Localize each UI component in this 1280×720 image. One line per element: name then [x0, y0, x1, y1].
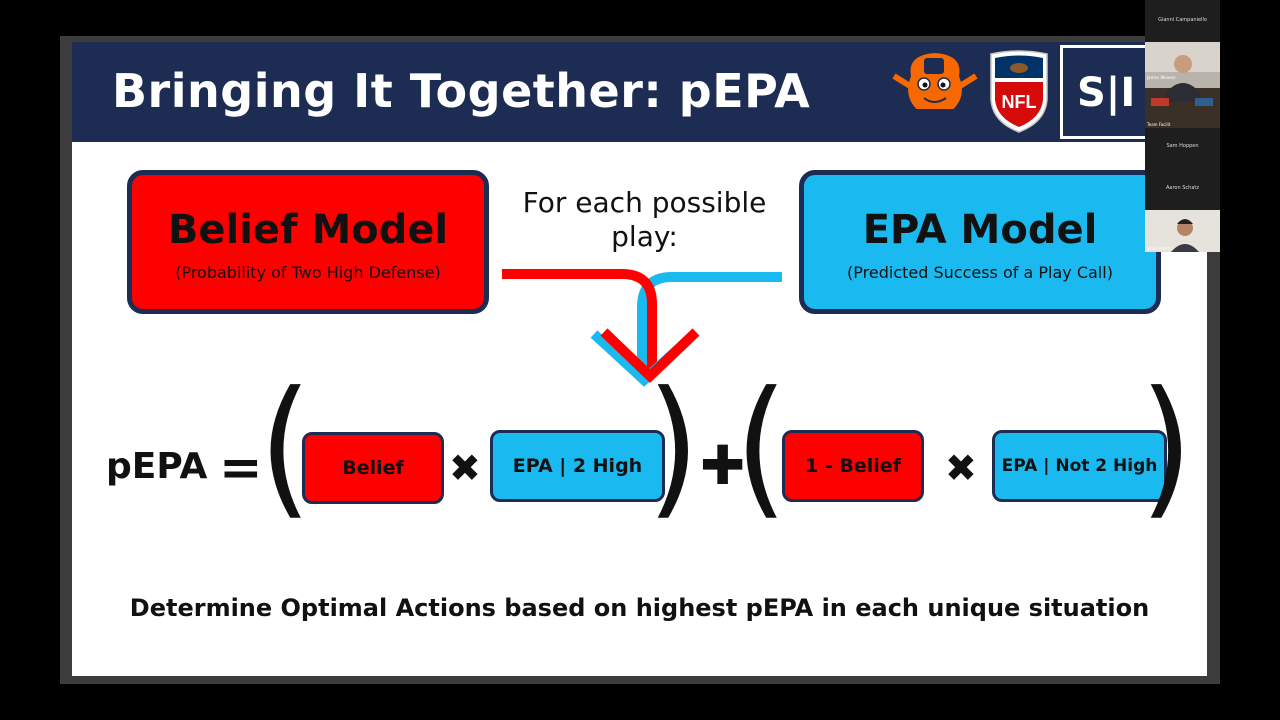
si-logo-text: S|I: [1077, 70, 1136, 116]
left-paren-icon: (: [734, 360, 788, 534]
epa-model-subtitle: (Predicted Success of a Play Call): [847, 263, 1113, 282]
participant-video-name: James Weaver: [1147, 75, 1176, 80]
multiply-icon: ✖: [945, 446, 977, 490]
participant-name: Gianni Campaniello: [1158, 17, 1207, 23]
participant-name: Sam Hoppen: [1166, 143, 1199, 149]
orange-mascot-logo: [892, 50, 978, 136]
belief-model-box: Belief Model (Probability of Two High De…: [127, 170, 489, 314]
one-minus-belief-term: 1 - Belief: [782, 430, 924, 502]
si-logo: S|I: [1060, 45, 1150, 139]
epa-2-high-term: EPA | 2 High: [490, 430, 665, 502]
equals-sign: =: [219, 438, 263, 498]
slide-conclusion: Determine Optimal Actions based on highe…: [129, 594, 1150, 622]
participant-name: Aaron Schatz: [1166, 185, 1199, 191]
epa-not-2-high-term: EPA | Not 2 High: [992, 430, 1167, 502]
multiply-icon: ✖: [449, 446, 481, 490]
participant-video-tile[interactable]: James Weaver Team Facilit: [1145, 42, 1220, 128]
belief-model-subtitle: (Probability of Two High Defense): [175, 263, 441, 282]
participant-video-caption: Team Facilit: [1147, 122, 1171, 127]
plus-icon: ✚: [700, 434, 746, 497]
presentation-slide: Bringing It Together: pEPA NFL S|I Beli: [72, 42, 1207, 676]
pepa-label: pEPA: [106, 446, 208, 487]
for-each-play-label: For each possible play:: [522, 186, 767, 253]
slide-header: Bringing It Together: pEPA NFL S|I: [72, 42, 1207, 142]
right-paren-icon: ): [1139, 360, 1193, 534]
nfl-shield-logo: NFL: [990, 50, 1048, 133]
participant-video-name: Ishan Mehta: [1147, 246, 1172, 251]
participant-video-icon: [1145, 42, 1220, 128]
belief-model-title: Belief Model: [167, 207, 449, 253]
epa-model-box: EPA Model (Predicted Success of a Play C…: [799, 170, 1161, 314]
right-paren-icon: ): [646, 360, 700, 534]
participants-panel: Gianni Campaniello James Weaver Team Fac…: [1145, 0, 1220, 252]
belief-term: Belief: [302, 432, 444, 504]
participant-video-tile[interactable]: Ishan Mehta: [1145, 210, 1220, 252]
participant-video-icon: [1145, 210, 1220, 252]
slide-title: Bringing It Together: pEPA: [112, 64, 811, 118]
nfl-logo-text: NFL: [1002, 92, 1037, 112]
epa-model-title: EPA Model: [862, 207, 1098, 253]
merge-arrow: [502, 269, 782, 387]
